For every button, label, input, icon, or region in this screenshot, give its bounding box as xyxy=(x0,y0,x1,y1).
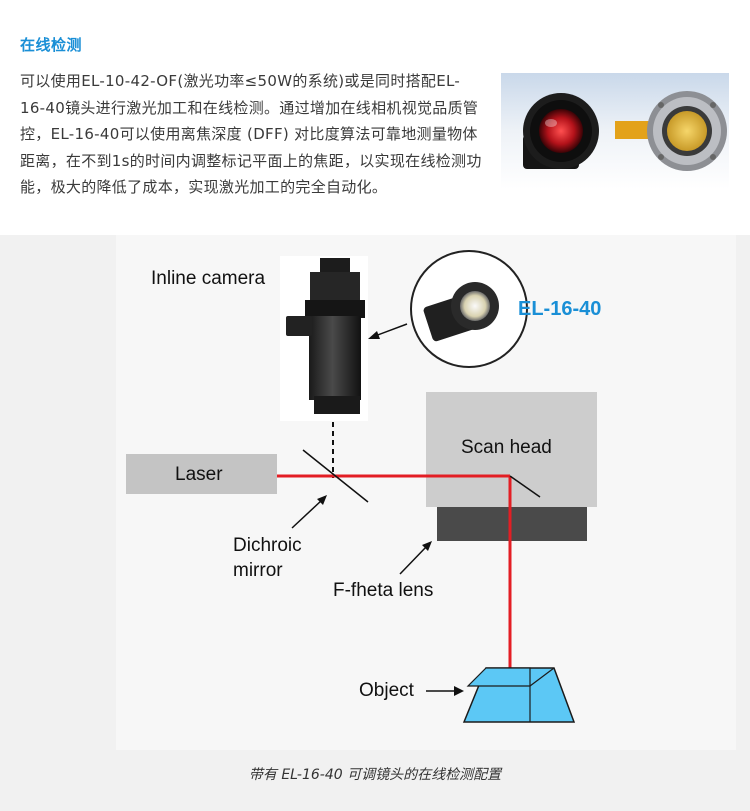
section-title: 在线检测 xyxy=(20,36,83,54)
inline-camera xyxy=(280,256,368,421)
object-block xyxy=(462,667,576,723)
lens-to-camera-arrow xyxy=(368,323,408,339)
laser-beam xyxy=(277,474,512,676)
dichroic-label-line2: mirror xyxy=(233,560,283,581)
object-arrow xyxy=(426,686,464,696)
product-photo xyxy=(501,73,729,189)
ftheta-arrow xyxy=(399,541,432,575)
inline-camera-label: Inline camera xyxy=(151,268,266,289)
laser-label: Laser xyxy=(175,464,223,485)
scan-head-label: Scan head xyxy=(461,437,552,458)
ftheta-lens-bar xyxy=(437,507,587,541)
scan-mirror xyxy=(509,475,541,498)
figure-caption: 带有 EL-16-40 可调镜头的在线检测配置 xyxy=(248,767,502,783)
el-16-40-lens-photo xyxy=(410,250,528,368)
dichroic-arrow xyxy=(291,495,327,529)
ftheta-label: F-fheta lens xyxy=(333,580,434,601)
dichroic-label-line1: Dichroic xyxy=(233,535,302,556)
dichroic-mirror xyxy=(302,449,369,503)
intro-paragraph: 可以使用EL-10-42-OF(激光功率≤50W的系统)或是同时搭配EL-16-… xyxy=(20,72,482,196)
object-label: Object xyxy=(359,680,414,701)
lens-model-label: EL-16-40 xyxy=(518,298,602,320)
laser-box xyxy=(126,454,277,494)
